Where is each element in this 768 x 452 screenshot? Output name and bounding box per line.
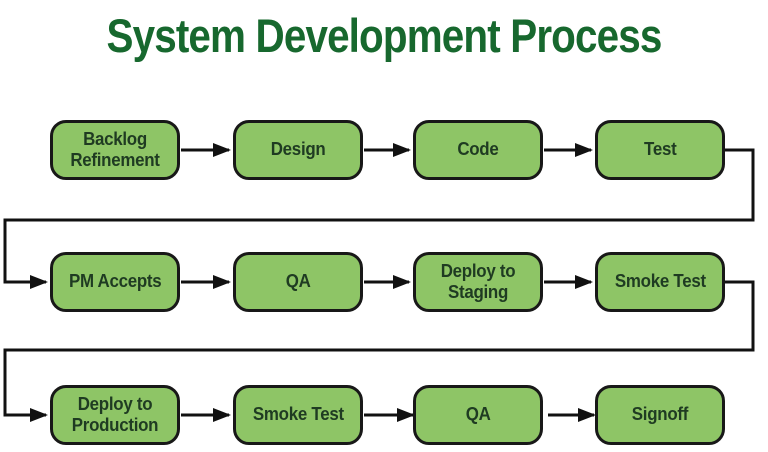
flow-node-label: Smoke Test [614, 271, 706, 292]
wrap-connector-smoke-test-to-deploy-production [3, 280, 755, 422]
flow-node-smoke-test-production: Smoke Test [233, 385, 363, 445]
flow-node-qa-staging: QA [233, 252, 363, 312]
flow-node-qa-production: QA [413, 385, 543, 445]
flow-node-design: Design [233, 120, 363, 180]
flow-node-smoke-test-staging: Smoke Test [595, 252, 725, 312]
flow-node-backlog-refinement: Backlog Refinement [50, 120, 180, 180]
flow-node-label: Design [270, 139, 326, 160]
flow-node-deploy-to-staging: Deploy to Staging [413, 252, 543, 312]
flow-node-label: Backlog Refinement [70, 128, 160, 170]
flow-node-label: QA [285, 271, 311, 292]
flow-node-label: QA [465, 404, 491, 425]
flow-node-label: Smoke Test [252, 404, 344, 425]
page-title: System Development Process [106, 9, 662, 62]
flow-node-pm-accepts: PM Accepts [50, 252, 180, 312]
flow-node-code: Code [413, 120, 543, 180]
wrap-connector-test-to-pm-accepts [3, 148, 755, 289]
flow-node-label: PM Accepts [68, 271, 162, 292]
flow-node-label: Deploy to Production [71, 393, 159, 435]
flow-node-label: Code [457, 139, 499, 160]
flow-node-label: Test [643, 139, 677, 160]
flow-node-label: Deploy to Staging [440, 260, 516, 302]
flow-node-test: Test [595, 120, 725, 180]
flow-node-signoff: Signoff [595, 385, 725, 445]
flow-node-deploy-to-production: Deploy to Production [50, 385, 180, 445]
flow-node-label: Signoff [631, 404, 689, 425]
